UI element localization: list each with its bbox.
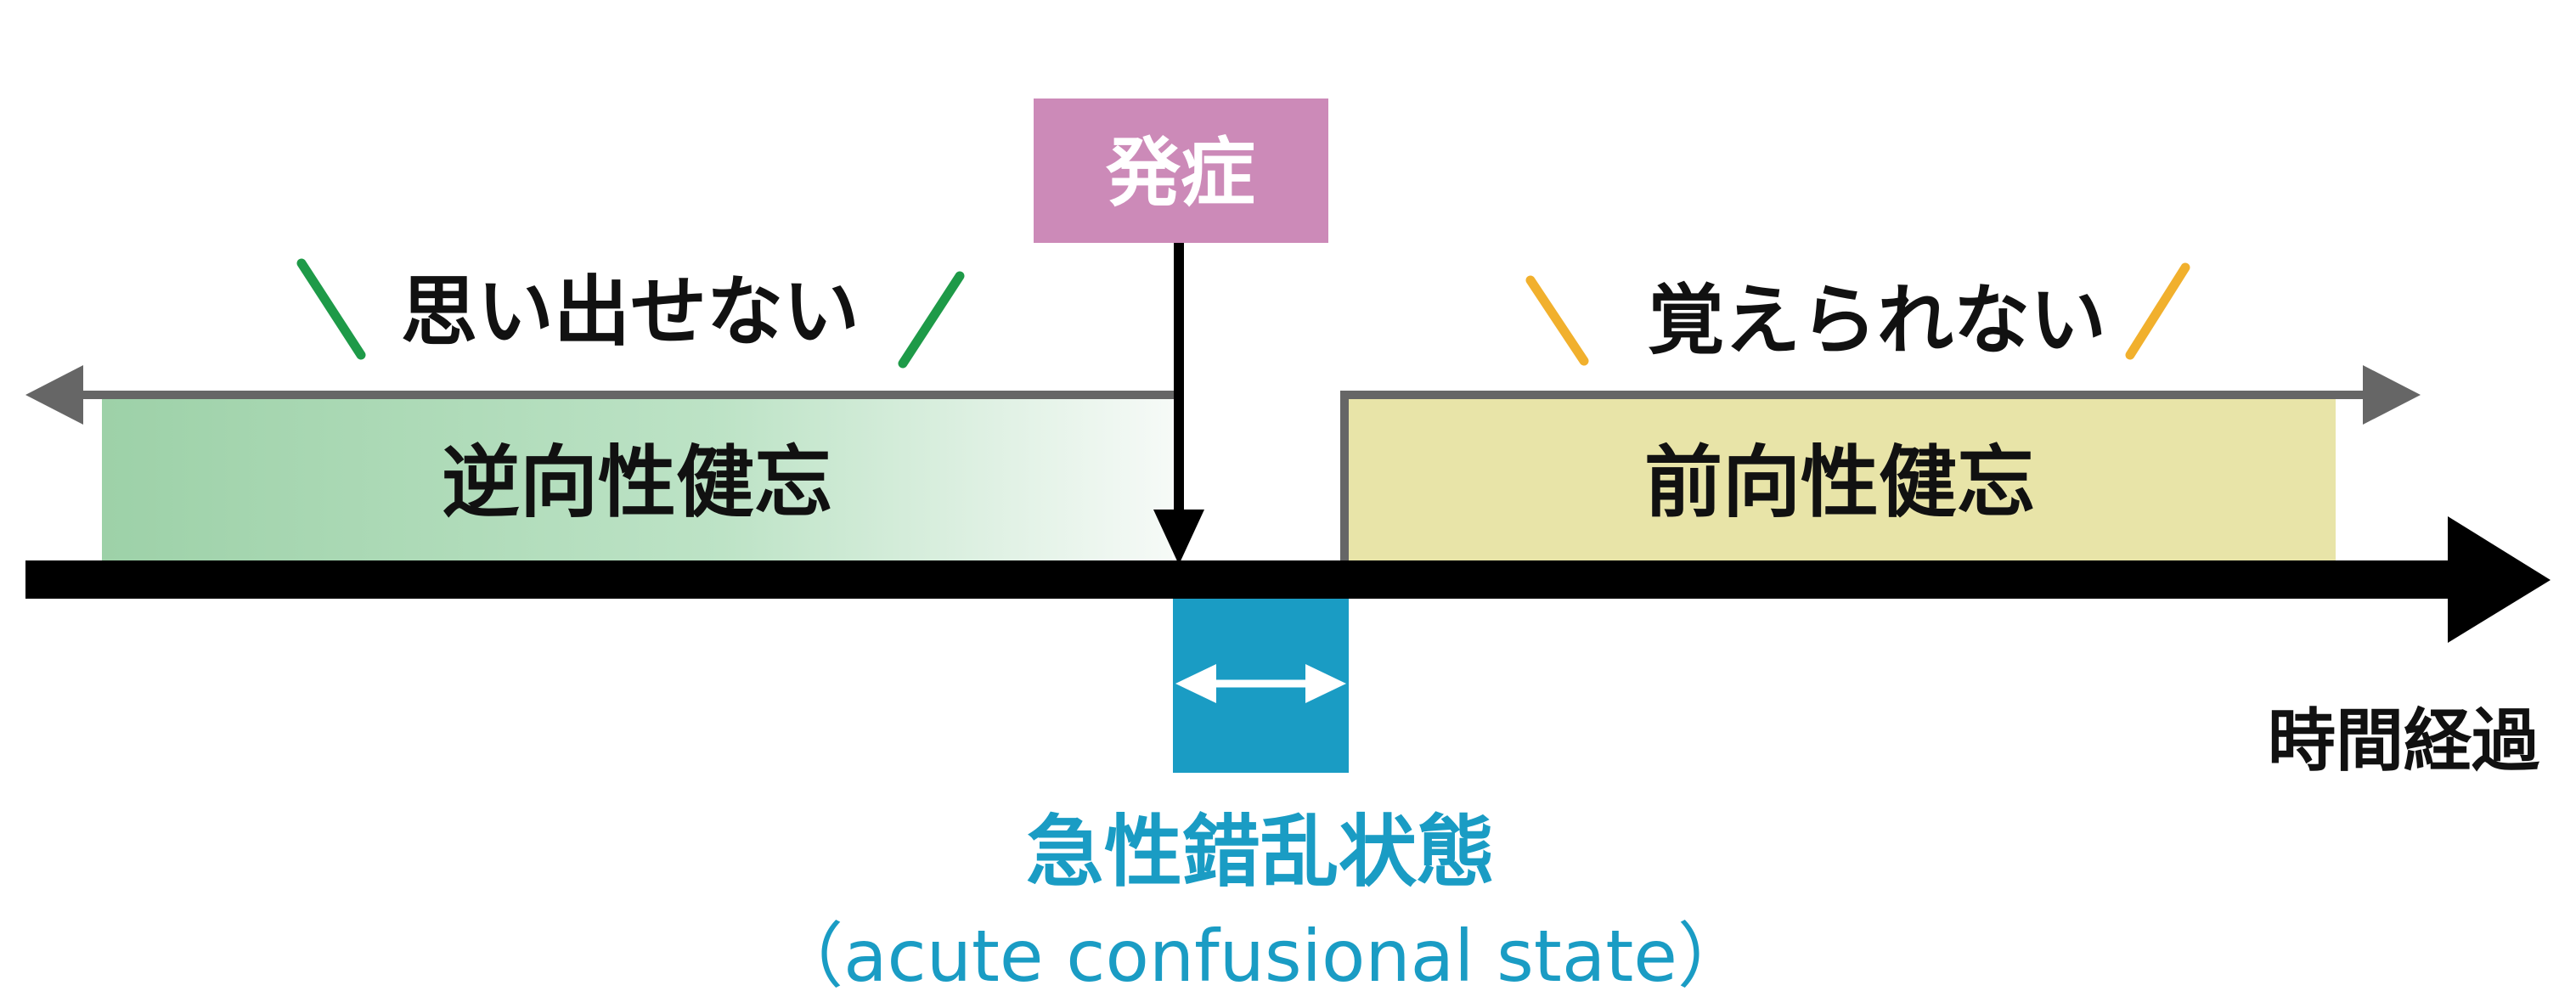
anterograde-caption: 覚えられない: [1648, 276, 2106, 365]
time-axis-label: 時間経過: [2268, 701, 2540, 780]
anterograde-bracket: [1340, 365, 2421, 567]
onset-box: [1034, 99, 1328, 243]
time-axis-arrowhead: [2448, 516, 2551, 643]
acute-state-label-en: （acute confusional state）: [772, 915, 1749, 998]
anterograde-arrowhead: [2363, 365, 2421, 425]
retrograde-bracket: [25, 365, 1177, 425]
retrograde-right-slash: [898, 271, 965, 369]
onset-pointer-arrowhead: [1153, 510, 1204, 565]
anterograde-amnesia-region: [1344, 399, 2336, 565]
acute-state-label-ja: 急性錯乱状態: [1026, 807, 1495, 898]
time-axis-line: [25, 560, 2476, 599]
anterograde-amnesia-label: 前向性健忘: [1644, 437, 2035, 528]
onset-label: 発症: [1105, 129, 1255, 217]
retrograde-amnesia-label: 逆向性健忘: [442, 437, 832, 528]
anterograde-left-slash: [1525, 275, 1589, 366]
retrograde-amnesia-region: [102, 399, 1172, 565]
retrograde-caption: 思い出せない: [401, 267, 860, 357]
retrograde-arrowhead: [25, 365, 83, 425]
acute-duration-arrow: [1175, 664, 1346, 703]
anterograde-right-slash: [2125, 262, 2190, 360]
retrograde-left-slash: [296, 258, 366, 360]
